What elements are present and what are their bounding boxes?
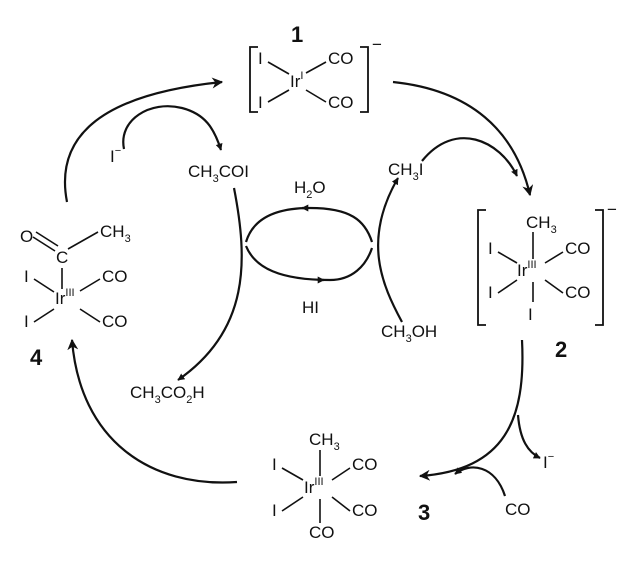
- carbonyl-ligand: CO: [565, 283, 591, 302]
- bond: [32, 236, 56, 252]
- charge-label: −: [372, 35, 382, 54]
- iodide-ligand: I: [24, 312, 29, 331]
- arrow-3-to-4: [67, 338, 238, 484]
- methanol-label: CH3OH: [381, 322, 437, 345]
- carbonyl-ligand: CO: [565, 239, 591, 258]
- arrow-iodide-release: [516, 414, 541, 459]
- methyl-ligand: CH3: [526, 213, 557, 236]
- arrow-2-to-3: [418, 339, 524, 481]
- arrow-4-to-1: [63, 77, 224, 203]
- acetyl-iodide-label: CH3COI: [188, 162, 249, 185]
- bond: [267, 89, 290, 103]
- complex-1: − I I IrI CO CO: [249, 35, 382, 113]
- iodide-ligand: I: [272, 501, 277, 520]
- arrow-co-insertion: [454, 466, 507, 497]
- iodide-ligand: I: [488, 239, 493, 258]
- bond: [497, 251, 518, 264]
- carbonyl-ligand: CO: [328, 49, 354, 68]
- carbonyl-ligand: CO: [102, 267, 128, 286]
- acyl-carbon: C: [56, 248, 68, 267]
- arrow-methanol-to-methyl-iodide: [377, 177, 403, 323]
- bond: [267, 61, 290, 75]
- carbonyl-ligand: CO: [328, 93, 354, 112]
- bond: [544, 251, 564, 264]
- carbonyl-ligand: CO: [352, 501, 378, 520]
- bond: [79, 278, 101, 292]
- bond: [305, 61, 327, 74]
- complex-3: CH3 I I IrIII CO CO CO: [272, 430, 378, 542]
- iodide-ion-bottom: I−: [543, 451, 554, 472]
- bond: [33, 278, 55, 293]
- iodide-ion-top: I−: [110, 145, 121, 166]
- carbonyl-ligand: CO: [309, 523, 335, 542]
- iridium-center: IrI: [290, 70, 303, 91]
- species-number-4: 4: [30, 345, 43, 370]
- arrow-hydrogen-iodide: [244, 245, 374, 282]
- iridium-center: IrIII: [55, 287, 75, 308]
- iodide-ligand: I: [258, 49, 263, 68]
- methyl-ligand: CH3: [309, 430, 340, 453]
- species-number-1: 1: [291, 22, 303, 47]
- complex-4: O C CH3 I I IrIII CO CO: [20, 222, 131, 331]
- arrow-water: [244, 206, 374, 243]
- iodide-ligand: I: [258, 93, 263, 112]
- carbonyl-ligand: CO: [352, 455, 378, 474]
- charge-label: −: [607, 200, 617, 219]
- iridium-center: IrIII: [304, 476, 324, 497]
- bracket-left: [249, 46, 258, 113]
- iodide-ligand: I: [528, 305, 533, 324]
- iodide-ligand: I: [24, 267, 29, 286]
- methyl-iodide-label: CH3I: [388, 160, 423, 183]
- acetic-acid-label: CH3CO2H: [130, 383, 205, 406]
- arrow-1-to-2: [392, 80, 534, 197]
- bond: [305, 89, 327, 103]
- bond: [281, 467, 304, 481]
- methyl-group: CH3: [100, 222, 131, 245]
- bond: [79, 308, 101, 323]
- arrow-iodide-insertion: [122, 105, 223, 151]
- iodide-ligand: I: [488, 283, 493, 302]
- bracket-left: [477, 209, 486, 326]
- acyl-oxygen: O: [20, 227, 33, 246]
- bond: [331, 467, 351, 481]
- bond: [281, 496, 304, 512]
- bond: [331, 496, 351, 512]
- bond: [33, 308, 55, 323]
- hydrogen-iodide-label: HI: [302, 298, 319, 317]
- iodide-ligand: I: [272, 455, 277, 474]
- complex-2: − CH3 I I IrIII CO CO I: [477, 200, 617, 326]
- bond: [35, 231, 59, 247]
- bracket-right: [360, 46, 369, 113]
- bond: [67, 231, 99, 250]
- water-label: H2O: [294, 178, 326, 201]
- arrow-methyl-iodide-addition: [421, 137, 518, 177]
- species-number-2: 2: [555, 337, 567, 362]
- carbon-monoxide-in: CO: [505, 500, 531, 519]
- bond: [544, 279, 564, 294]
- arrow-acetyl-iodide-to-acetic-acid: [177, 187, 243, 381]
- iridium-center: IrIII: [517, 259, 537, 280]
- carbonyl-ligand: CO: [102, 312, 128, 331]
- species-number-3: 3: [418, 500, 430, 525]
- bracket-right: [595, 209, 604, 326]
- bond: [497, 279, 518, 294]
